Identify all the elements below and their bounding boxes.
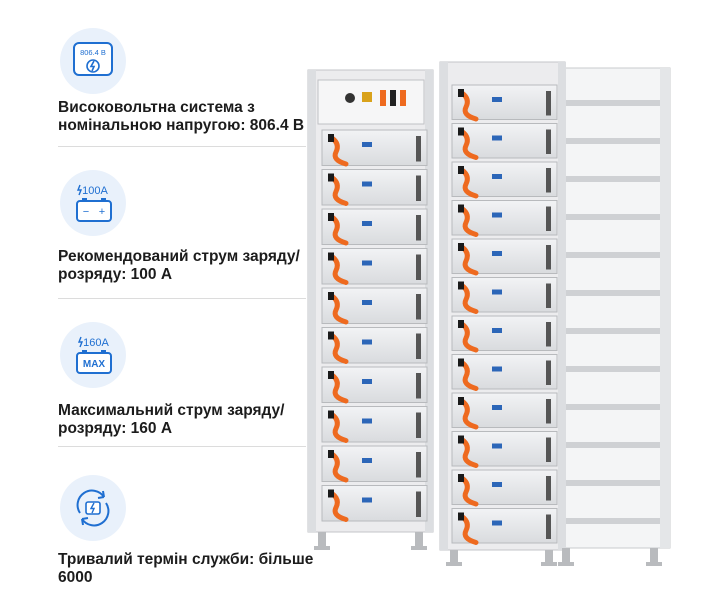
feature-max-current-text: Максимальний струм заряду/розряду: 160 А — [58, 402, 285, 437]
battery-module — [451, 315, 558, 353]
voltage-display-icon: 806.4 B — [60, 28, 126, 94]
battery-max-current-icon: 160A MAX — [60, 322, 126, 388]
rack-feet — [314, 532, 662, 566]
svg-text:160A: 160A — [83, 337, 109, 349]
battery-module — [321, 169, 428, 206]
battery-module — [321, 208, 428, 246]
battery-module — [321, 248, 428, 285]
feature-recommended-current-text: Рекомендований струм заряду/розряду: 100… — [58, 248, 300, 283]
battery-module — [451, 469, 558, 507]
battery-module — [321, 485, 428, 522]
rack-shelf — [565, 480, 660, 486]
left-rack — [307, 69, 434, 533]
battery-module — [451, 508, 558, 545]
rack-shelf — [565, 138, 660, 144]
battery-module — [451, 238, 558, 276]
svg-text:−: − — [83, 206, 89, 218]
rack-shelf — [565, 252, 660, 258]
battery-module — [321, 129, 428, 167]
battery-module — [321, 287, 428, 325]
rack-shelf — [565, 176, 660, 182]
empty-rack-frame — [554, 67, 671, 549]
battery-module — [321, 406, 428, 443]
battery-module — [321, 366, 428, 404]
battery-current-icon: 100A − + — [60, 170, 126, 236]
battery-module — [451, 392, 558, 430]
divider — [58, 298, 306, 299]
battery-module — [321, 327, 428, 364]
rack-shelf — [565, 100, 660, 106]
battery-module — [451, 277, 558, 314]
divider — [58, 146, 306, 147]
svg-text:806.4 B: 806.4 B — [80, 48, 106, 57]
feature-lifespan-text: Тривалий термін служби: більше 6000 — [58, 551, 314, 586]
battery-module — [451, 161, 558, 199]
svg-text:+: + — [99, 206, 105, 218]
battery-module — [451, 431, 558, 468]
lifespan-cycle-icon — [60, 475, 126, 541]
battery-module — [451, 200, 558, 237]
battery-module — [321, 445, 428, 483]
middle-rack — [439, 61, 566, 551]
divider — [58, 446, 306, 447]
feature-voltage-text: Високовольтна система з номінальною напр… — [58, 99, 305, 134]
rack-shelf — [565, 214, 660, 220]
battery-module — [451, 123, 558, 160]
rack-shelf — [565, 442, 660, 448]
svg-text:100A: 100A — [82, 185, 108, 197]
battery-rack-image — [307, 61, 671, 566]
rack-shelf — [565, 366, 660, 372]
battery-module — [451, 84, 558, 122]
rack-shelf — [565, 328, 660, 334]
battery-module — [451, 354, 558, 391]
rack-shelf — [565, 290, 660, 296]
rack-shelf — [565, 404, 660, 410]
rack-shelf — [565, 518, 660, 524]
svg-text:MAX: MAX — [83, 359, 106, 370]
